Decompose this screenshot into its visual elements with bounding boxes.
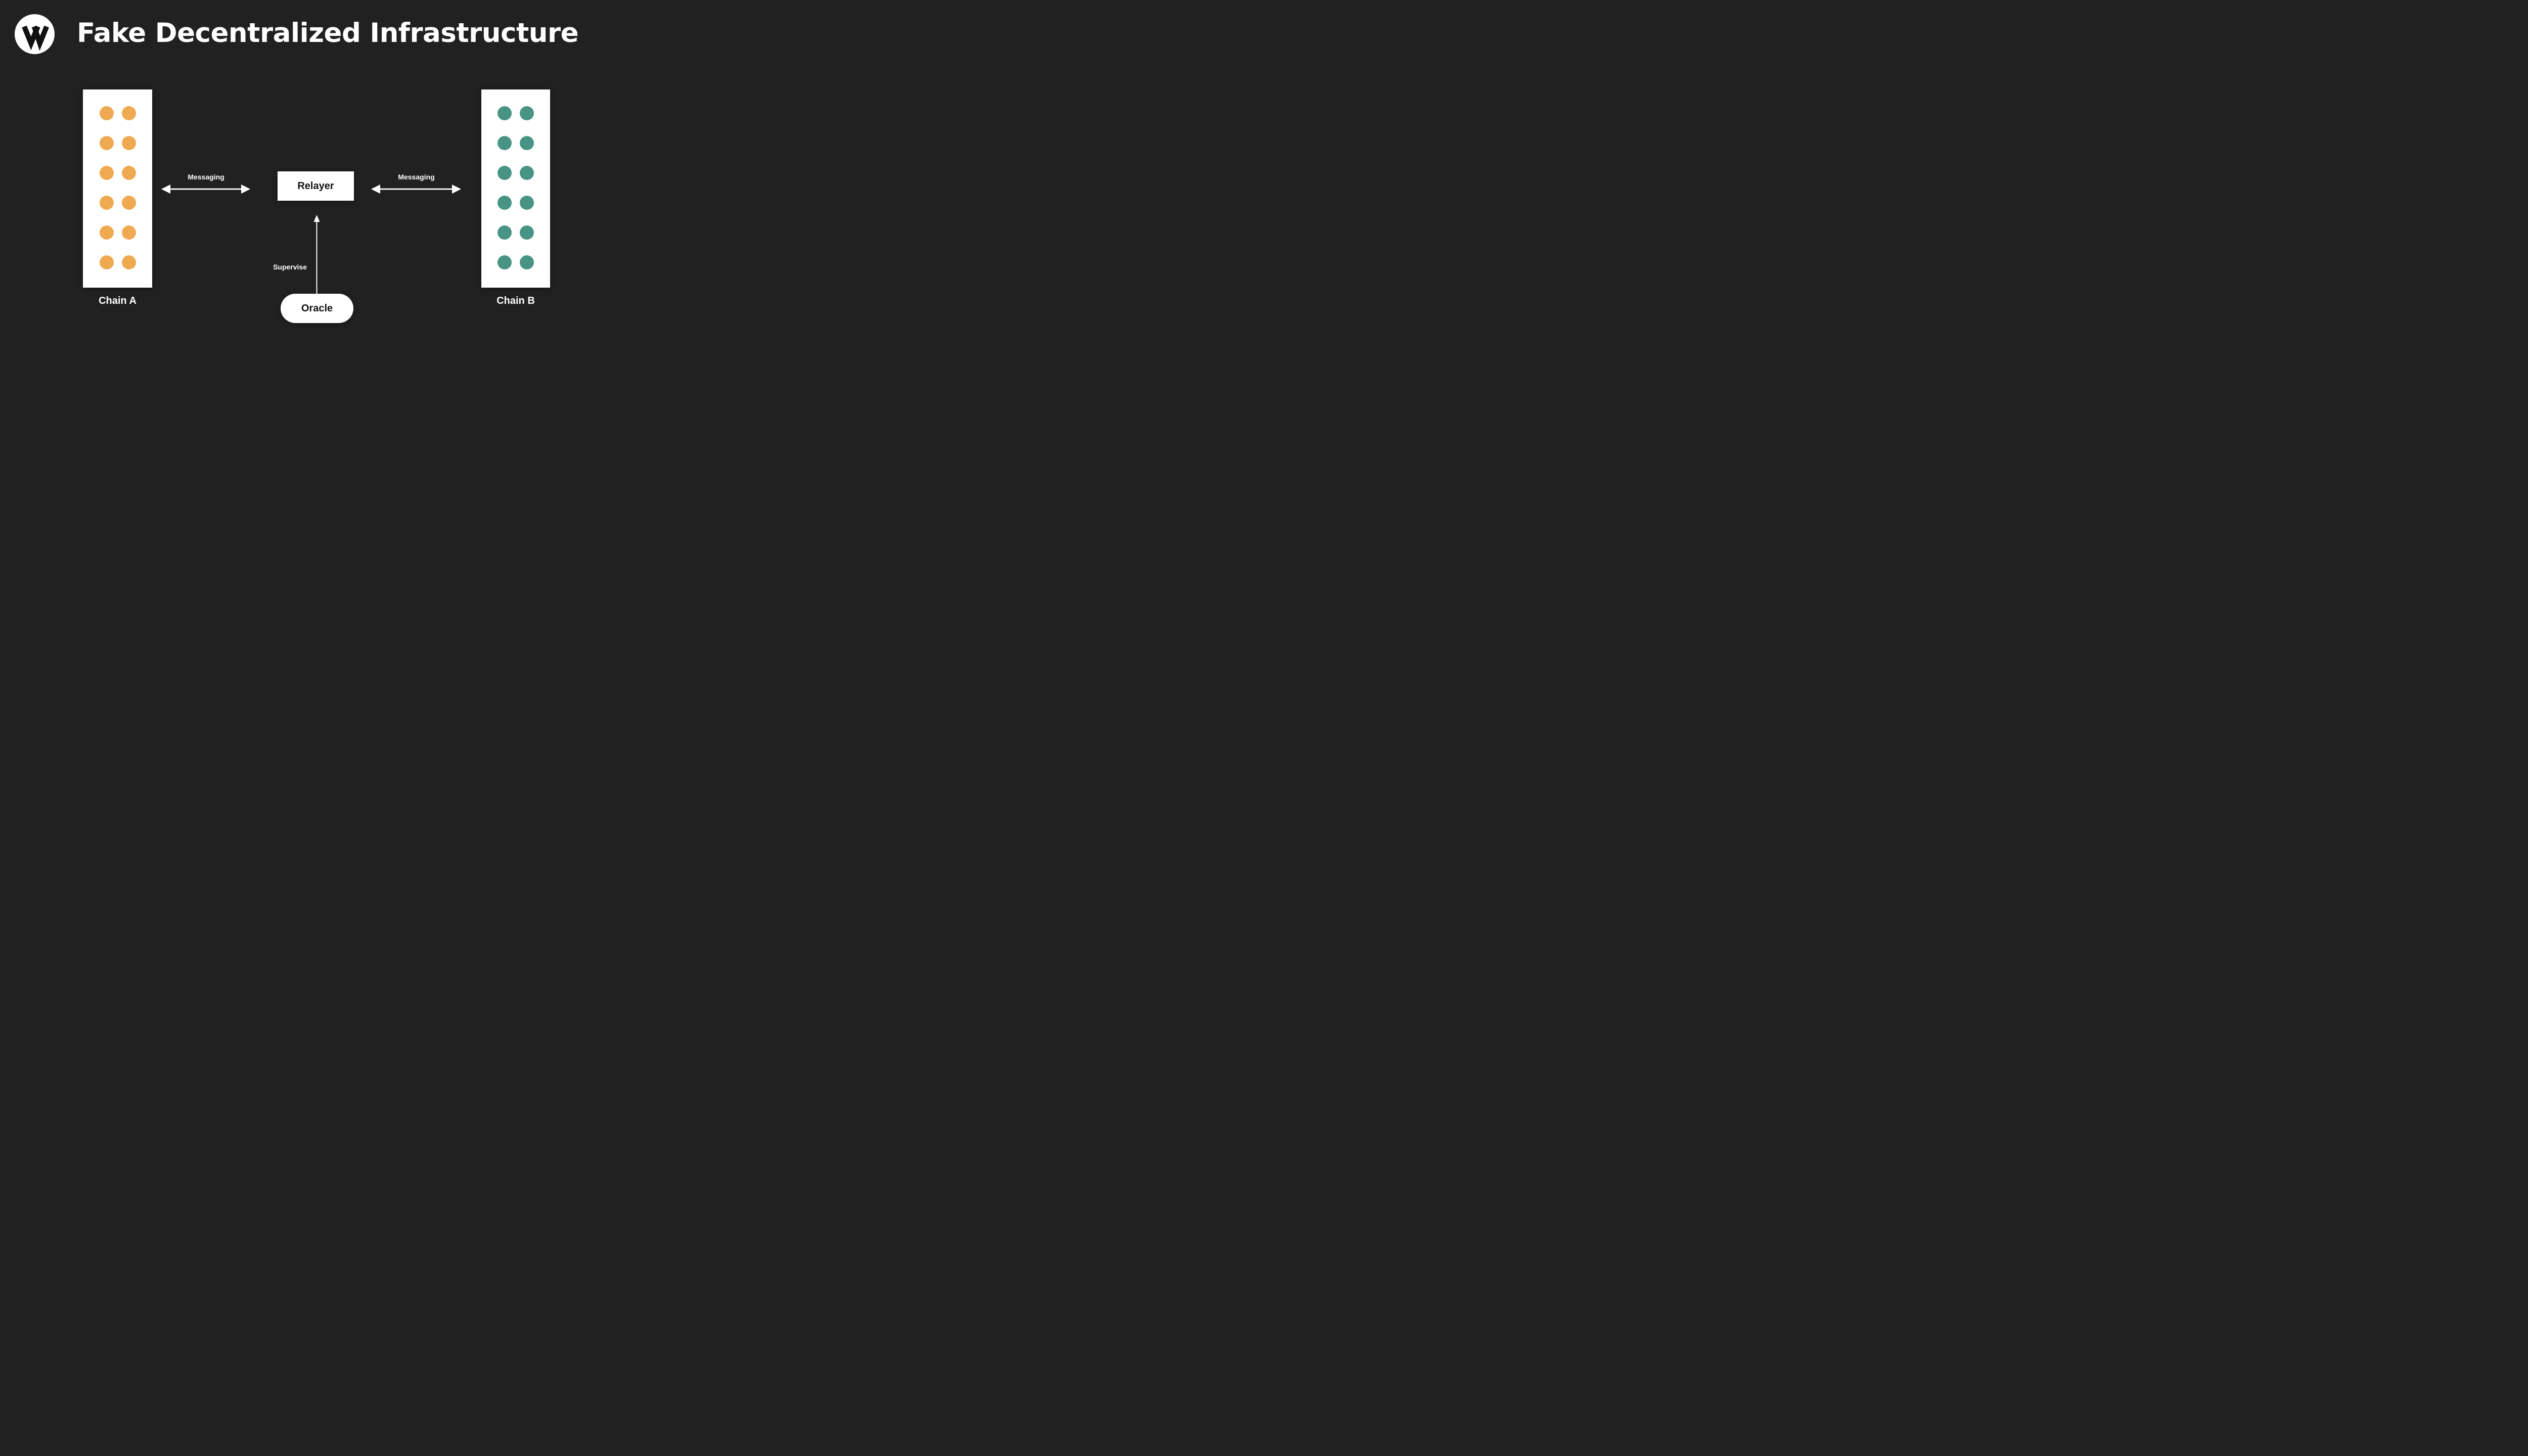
oracle-label: Oracle <box>301 302 333 314</box>
node-dot <box>520 196 534 210</box>
node-dot <box>99 255 114 269</box>
node-dot <box>520 136 534 150</box>
node-dot <box>520 166 534 180</box>
w-logo-icon <box>22 25 49 51</box>
node-dot-row <box>99 136 136 150</box>
node-dot <box>99 196 114 210</box>
messaging-left-label: Messaging <box>188 173 224 181</box>
node-dot <box>121 255 136 269</box>
relayer-label: Relayer <box>297 180 334 192</box>
node-dot <box>99 225 114 240</box>
chain-a-box <box>83 89 152 288</box>
node-dot <box>498 225 512 240</box>
node-dot <box>520 106 534 120</box>
node-dot-row <box>498 196 534 210</box>
node-dot <box>99 106 114 120</box>
node-dot <box>121 225 136 240</box>
node-dot-row <box>99 106 136 120</box>
slide-canvas: Fake Decentralized Infrastructure Chain … <box>0 0 647 364</box>
node-dot <box>121 136 136 150</box>
node-dot <box>121 196 136 210</box>
node-dot-row <box>99 196 136 210</box>
node-dot <box>121 166 136 180</box>
brand-logo <box>15 14 55 54</box>
messaging-arrow-left <box>161 185 250 194</box>
oracle-node: Oracle <box>281 294 353 323</box>
node-dot <box>520 255 534 269</box>
node-dot <box>498 136 512 150</box>
chain-b-box <box>481 89 550 288</box>
node-dot-row <box>99 225 136 240</box>
node-dot-row <box>498 166 534 180</box>
node-dot-row <box>99 255 136 269</box>
chain-b-label: Chain B <box>496 295 535 306</box>
node-dot-row <box>498 225 534 240</box>
node-dot <box>498 166 512 180</box>
node-dot <box>99 166 114 180</box>
node-dot <box>498 196 512 210</box>
relayer-node: Relayer <box>278 171 354 201</box>
supervise-arrow <box>313 215 320 294</box>
messaging-right-label: Messaging <box>398 173 435 181</box>
page-title: Fake Decentralized Infrastructure <box>77 18 579 49</box>
node-dot <box>498 255 512 269</box>
node-dot <box>121 106 136 120</box>
supervise-label: Supervise <box>273 263 307 271</box>
node-dot <box>99 136 114 150</box>
node-dot <box>498 106 512 120</box>
node-dot-row <box>99 166 136 180</box>
node-dot-row <box>498 255 534 269</box>
node-dot-row <box>498 136 534 150</box>
node-dot <box>520 225 534 240</box>
messaging-arrow-right <box>371 185 461 194</box>
chain-a-label: Chain A <box>99 295 137 306</box>
node-dot-row <box>498 106 534 120</box>
